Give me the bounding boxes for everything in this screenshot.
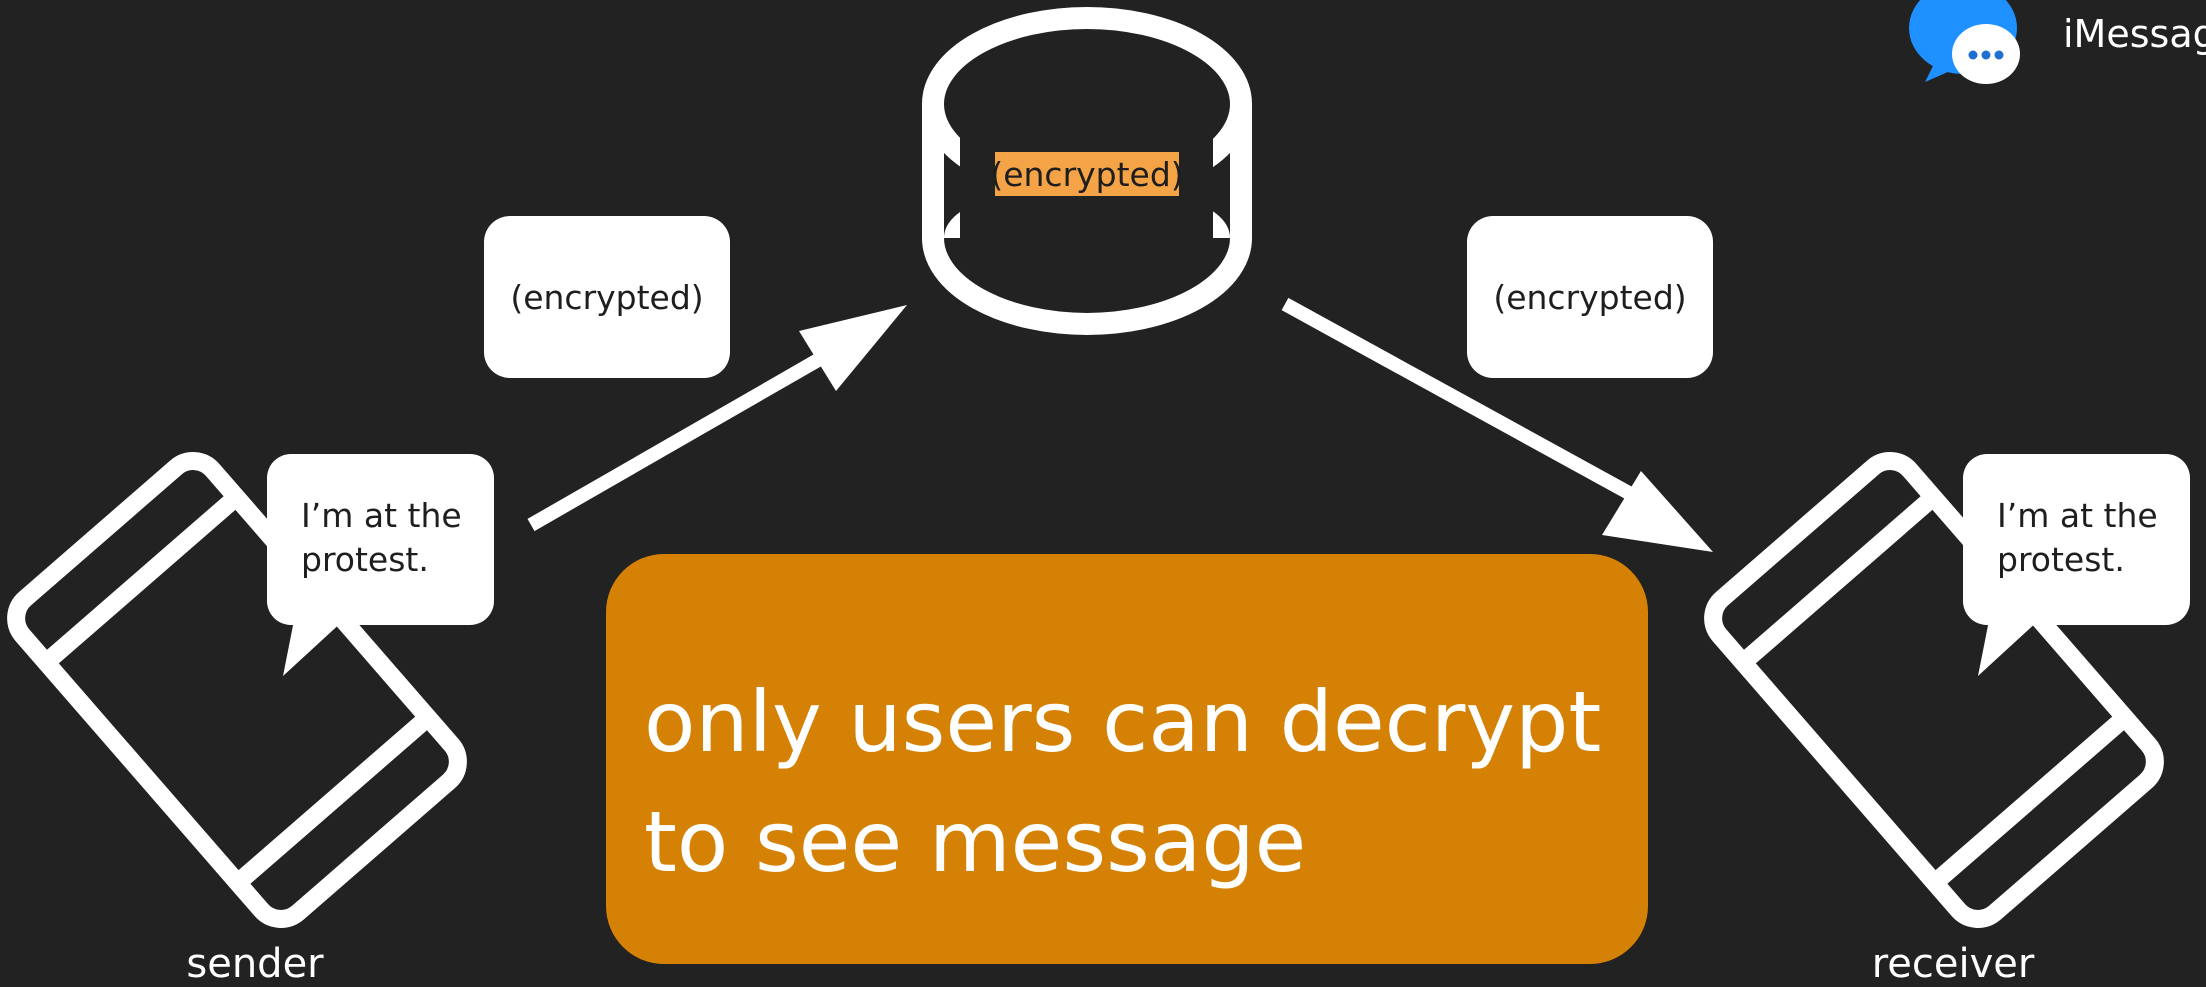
receiver-message-line-2: protest.	[1997, 540, 2125, 579]
sender-label: sender	[186, 941, 324, 987]
app-name-label: iMessag	[2063, 12, 2206, 56]
decrypt-callout: only users can decrypt to see message	[606, 554, 1648, 964]
imessage-app-icon	[1909, 0, 2020, 84]
receiver-message-bubble: I’m at the protest.	[1963, 454, 2190, 625]
receiver-label: receiver	[1871, 941, 2035, 987]
sender-message-line-2: protest.	[301, 540, 429, 579]
server-stored-label: (encrypted)	[990, 152, 1184, 196]
upload-encrypted-label: (encrypted)	[510, 277, 704, 317]
sender-message-line-1: I’m at the	[301, 496, 462, 535]
download-encrypted-card: (encrypted)	[1467, 216, 1713, 378]
download-arrow	[1281, 297, 1713, 552]
callout-line-1: only users can decrypt	[644, 673, 1602, 771]
receiver-message-line-1: I’m at the	[1997, 496, 2158, 535]
callout-line-2: to see message	[644, 793, 1307, 891]
upload-encrypted-card: (encrypted)	[484, 216, 730, 378]
sender-message-bubble: I’m at the protest.	[267, 454, 494, 625]
upload-arrow	[527, 305, 907, 532]
download-encrypted-label: (encrypted)	[1493, 277, 1687, 317]
